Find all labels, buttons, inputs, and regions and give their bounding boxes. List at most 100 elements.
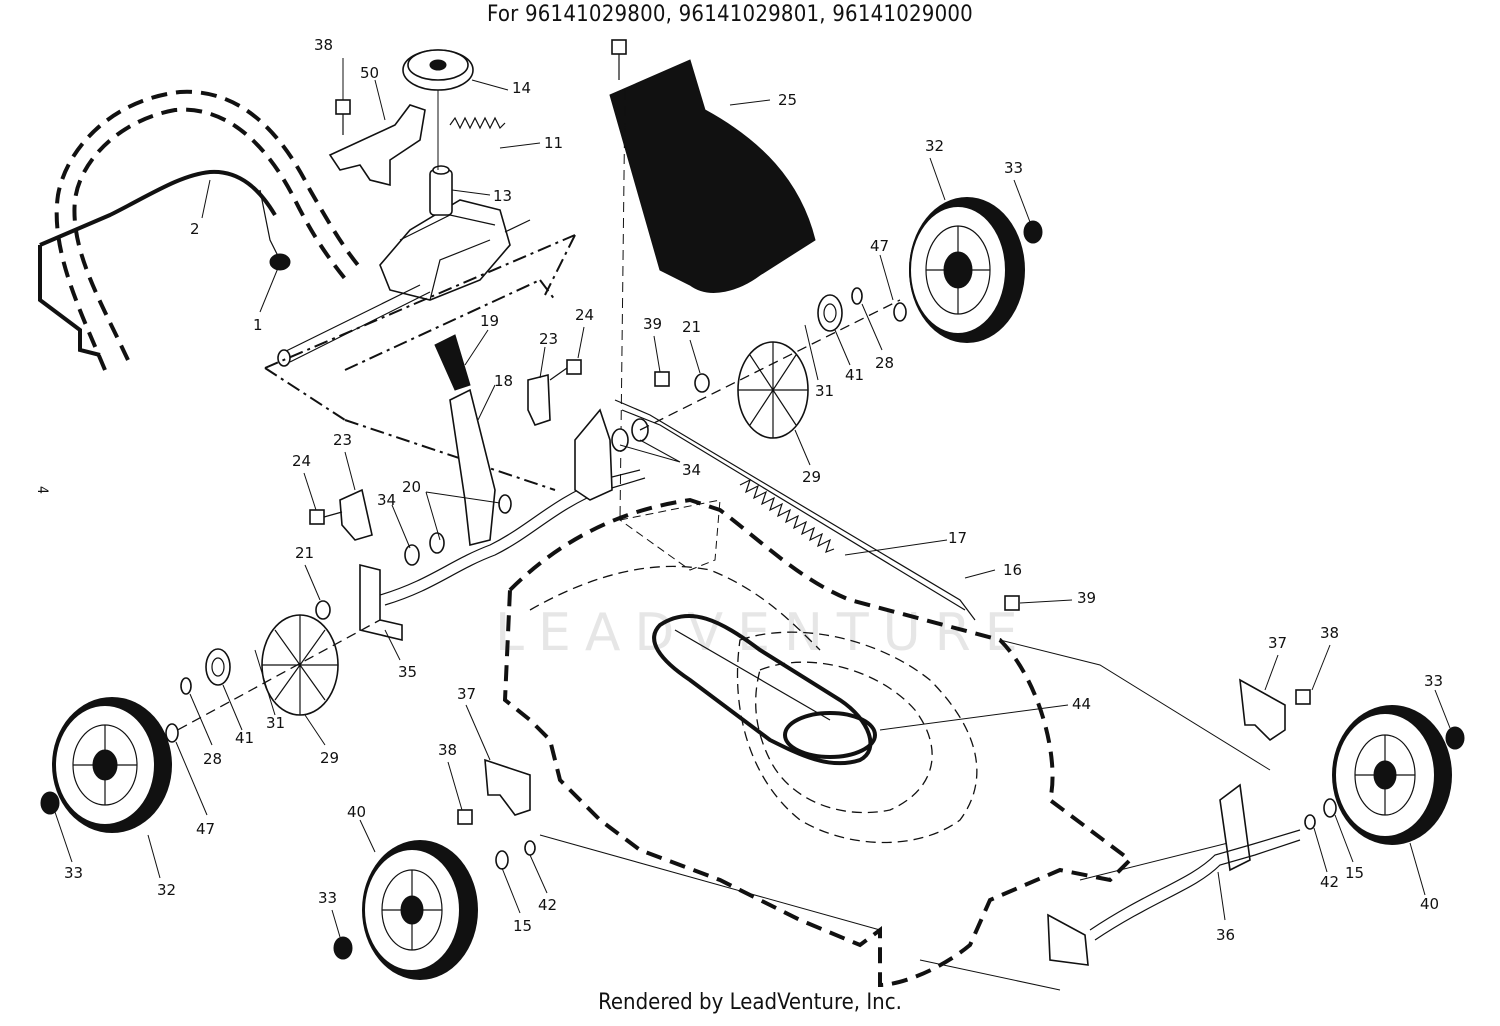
washer-15-right bbox=[1323, 798, 1337, 818]
callout-24-lower: 24 bbox=[292, 452, 311, 470]
diagram-title: For 96141029800, 96141029801, 9614102900… bbox=[487, 2, 973, 27]
reference-line-right bbox=[919, 639, 1271, 991]
callout-23-upper: 23 bbox=[539, 330, 558, 348]
wheel-guard-upper bbox=[737, 341, 809, 439]
callout-35: 35 bbox=[398, 663, 417, 681]
rear-axle-part bbox=[359, 408, 646, 642]
callout-47-lower: 47 bbox=[196, 820, 215, 838]
height-lever-part bbox=[434, 334, 496, 546]
callout-41-upper: 41 bbox=[845, 366, 864, 384]
callout-15-left: 15 bbox=[513, 917, 532, 935]
washer-28-lower bbox=[180, 677, 192, 695]
bolt-39-upper bbox=[654, 371, 670, 387]
gear-lower bbox=[205, 648, 231, 686]
nut-33-upper bbox=[1023, 220, 1043, 244]
callout-39-upper: 39 bbox=[643, 315, 662, 333]
front-axle-part bbox=[457, 678, 1311, 966]
callout-13: 13 bbox=[493, 187, 512, 205]
grass-bag-part bbox=[609, 39, 816, 521]
callout-15-right: 15 bbox=[1345, 864, 1364, 882]
callout-19: 19 bbox=[480, 312, 499, 330]
screw-part bbox=[335, 99, 351, 135]
callout-38-left: 38 bbox=[438, 741, 457, 759]
reference-line-left bbox=[539, 834, 881, 931]
callout-31-upper: 31 bbox=[815, 382, 834, 400]
watermark-text: LEADVENTURE bbox=[495, 603, 1032, 663]
footer-credit: Rendered by LeadVenture, Inc. bbox=[598, 990, 902, 1015]
wheel-32-upper bbox=[909, 197, 1025, 343]
bracket-23-lower bbox=[309, 488, 373, 541]
callout-33-lower-left: 33 bbox=[64, 864, 83, 882]
nut-33-right bbox=[1445, 726, 1465, 750]
callout-47-upper: 47 bbox=[870, 237, 889, 255]
bolt-39-lower bbox=[1004, 595, 1020, 611]
callout-37-right: 37 bbox=[1268, 634, 1287, 652]
nut-33-bottom bbox=[333, 936, 353, 960]
bracket-23-upper bbox=[527, 359, 582, 426]
callout-34-lower: 34 bbox=[377, 491, 396, 509]
callout-17: 17 bbox=[948, 529, 967, 547]
callout-23-lower: 23 bbox=[333, 431, 352, 449]
callout-29-upper: 29 bbox=[802, 468, 821, 486]
callout-42-left: 42 bbox=[538, 896, 557, 914]
pulley-part bbox=[402, 49, 474, 170]
spring-part bbox=[449, 116, 506, 130]
washer-15-left bbox=[495, 850, 509, 870]
callout-31-lower: 31 bbox=[266, 714, 285, 732]
wheel-guard-lower bbox=[261, 614, 339, 716]
bracket-part bbox=[328, 104, 426, 187]
callout-42-right: 42 bbox=[1320, 873, 1339, 891]
wheel-32-lower bbox=[52, 697, 172, 833]
callout-41-lower: 41 bbox=[235, 729, 254, 747]
nut-33-lower-left bbox=[40, 791, 60, 815]
wheel-40-right bbox=[1332, 705, 1452, 845]
washer-42-right bbox=[1304, 814, 1316, 830]
blade-bar-part bbox=[652, 614, 877, 766]
callout-40-left: 40 bbox=[347, 803, 366, 821]
washer-28-upper bbox=[851, 287, 863, 305]
callout-36: 36 bbox=[1216, 926, 1235, 944]
callout-2: 2 bbox=[190, 220, 200, 238]
callout-16: 16 bbox=[1003, 561, 1022, 579]
callout-33-bottom: 33 bbox=[318, 889, 337, 907]
callout-44: 44 bbox=[1072, 695, 1091, 713]
callout-32-upper: 32 bbox=[925, 137, 944, 155]
callout-33-upper: 33 bbox=[1004, 159, 1023, 177]
callout-37-left: 37 bbox=[457, 685, 476, 703]
wheel-40-left bbox=[362, 840, 478, 980]
mower-deck bbox=[502, 497, 1134, 988]
washer-42-left bbox=[524, 840, 536, 856]
callout-39-right: 39 bbox=[1077, 589, 1096, 607]
callout-20: 20 bbox=[402, 478, 421, 496]
callout-32-lower: 32 bbox=[157, 881, 176, 899]
callout-38-right: 38 bbox=[1320, 624, 1339, 642]
callout-18: 18 bbox=[494, 372, 513, 390]
washer-47-upper bbox=[893, 302, 907, 322]
axle-centerline-upper bbox=[639, 299, 901, 431]
callout-11: 11 bbox=[544, 134, 563, 152]
bushing-21-lower bbox=[315, 600, 331, 620]
callout-40-right: 40 bbox=[1420, 895, 1439, 913]
reference-frame bbox=[264, 234, 576, 491]
callout-14: 14 bbox=[512, 79, 531, 97]
spring-17 bbox=[739, 478, 835, 554]
callout-1: 1 bbox=[253, 316, 263, 334]
leader-lines bbox=[54, 58, 1451, 938]
gear-upper bbox=[817, 294, 843, 332]
callout-24-upper: 24 bbox=[575, 306, 594, 324]
callout-21-upper: 21 bbox=[682, 318, 701, 336]
callout-25: 25 bbox=[778, 91, 797, 109]
washers-left bbox=[404, 418, 649, 566]
gearbox-part bbox=[277, 165, 531, 367]
callout-21-lower: 21 bbox=[295, 544, 314, 562]
bushing-21-upper bbox=[694, 373, 710, 393]
rod-16 bbox=[614, 399, 976, 621]
callout-33-right: 33 bbox=[1424, 672, 1443, 690]
handle-part bbox=[38, 89, 364, 371]
washer-47-lower bbox=[165, 723, 179, 743]
callout-38-top: 38 bbox=[314, 36, 333, 54]
callout-34-upper: 34 bbox=[682, 461, 701, 479]
callout-28-upper: 28 bbox=[875, 354, 894, 372]
callout-28-lower: 28 bbox=[203, 750, 222, 768]
